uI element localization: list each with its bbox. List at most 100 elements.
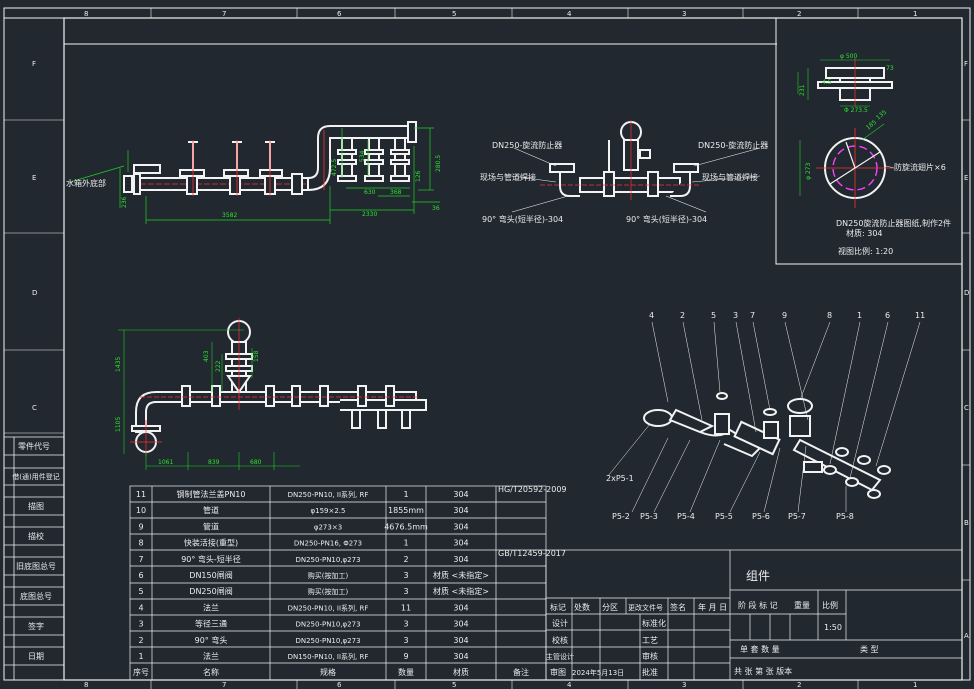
dim-280-5: 280.5 [435,155,442,172]
zone-top-7: 7 [222,10,226,18]
bom-table [129,485,547,681]
bom-cell-name: 管道 [203,521,219,531]
iso-label-p5-8: P5-8 [836,512,854,521]
iso-label-p5-1: 2xP5-1 [606,474,634,483]
vortex-dim-73: 73 [886,65,894,72]
plan-dim-839: 839 [208,459,220,466]
zone-right-A: A [964,632,969,640]
bom-cell-spec: DN250-PN10,φ273 [295,621,360,629]
label-elbow-left: 90° 弯头(短半径)-304 [482,214,563,224]
role-audit: 审核 [642,651,658,661]
plan-dim-158: 158 [253,350,260,362]
bom-cell-mat: 304 [453,555,468,564]
zone-bottom-3: 3 [682,681,686,689]
vortex-note-1: DN250旋流防止器图纸,制作2件 [836,218,951,228]
zone-bottom-5: 5 [452,681,456,689]
bom-cell-qty: 4676.5mm [384,522,428,531]
role-design: 设计 [552,618,568,628]
bom-cell-name: 钢制管法兰盖PN10 [177,489,246,499]
role-lead-design: 主管设计 [546,652,574,661]
title-drawing-name: 组件 [746,569,770,583]
bom-cell-no: 1 [138,652,143,661]
bom-cell-spec: φ273×3 [314,523,342,531]
front-view: 水箱外底部 3582 2330 630 368 126 36 472.5 280… [66,121,442,224]
iso-balloon-4: 4 [649,311,654,320]
zone-top-6: 6 [337,10,342,18]
flange [133,164,161,174]
zone-top-5: 5 [452,10,456,18]
bom-header-mat: 材质 [453,667,469,677]
dim-3582: 3582 [222,212,237,219]
zone-left-E: E [32,174,36,182]
bom-cell-mat: 材质 <未指定> [433,570,489,580]
vortex-dim-273-5: Φ 273.5 [844,107,868,114]
zone-bottom-8: 8 [84,681,88,689]
role-check: 校核 [552,635,568,645]
rev-header-date: 年 月 日 [698,602,727,612]
title-scale-value: 1:50 [824,623,842,632]
isometric-view: 4 2 5 3 7 9 8 1 6 11 2xP5-1 P5-2 P5-3 P5… [606,311,925,521]
title-sheets: 共 张 第 张 版本 [734,666,792,676]
vortex-dim-231: 231 [799,84,806,96]
iso-label-p5-6: P5-6 [752,512,770,521]
vortex-dim-500: φ 500 [840,53,858,60]
rev-header-sign: 签名 [670,602,686,612]
bom-cell-spec: 购买(按加工) [308,587,349,596]
zone-bottom-4: 4 [567,681,572,689]
zone-top-4: 4 [567,10,572,18]
bom-cell-qty: 3 [403,587,408,596]
bom-cell-mat: 304 [453,506,468,515]
bom-cell-mat: 304 [453,603,468,612]
strip-old-base: 旧底图总号 [16,561,56,571]
title-type-label: 类 型 [860,644,879,654]
bom-header-note: 备注 [513,667,529,677]
rev-header-mark: 标记 [550,602,566,612]
bom-cell-name: DN250闸阀 [189,587,232,596]
bom-cell-no: 8 [138,539,143,548]
bom-cell-no: 10 [136,506,146,515]
label-field-weld-right: 现场与管道焊接 [702,172,758,182]
rev-header-zone: 分区 [602,603,618,612]
dim-36: 36 [432,205,440,212]
bom-cell-qty: 11 [401,603,411,612]
iso-balloon-1: 1 [857,311,862,320]
bom-cell-spec: DN250-PN16, Φ273 [294,540,362,548]
zone-bottom-7: 7 [222,681,226,689]
iso-balloon-7: 7 [750,311,755,320]
bom-cell-spec: DN250-PN10, II系列, RF [288,603,369,612]
bom-cell-mat: 304 [453,539,468,548]
zone-bottom-2: 2 [797,681,801,689]
role-review: 审图 [550,667,566,677]
title-stage-label: 阶 段 标 记 [738,600,778,610]
bom-cell-mat: 304 [453,490,468,499]
bom-cell-spec: φ159×2.5 [311,507,346,515]
bom-cell-mat: 304 [453,522,468,531]
bom-header-spec: 规格 [320,667,336,677]
bom-cell-spec: 购买(按加工) [308,571,349,580]
bom-cell-qty: 1 [403,539,408,548]
vortex-note-2: 材质: 304 [846,228,883,238]
dim-368: 368 [390,189,402,196]
front-callout-tank-bottom: 水箱外底部 [66,178,106,188]
vortex-scale-note: 视图比例: 1:20 [838,246,893,256]
iso-balloon-2: 2 [680,311,685,320]
iso-label-p5-5: P5-5 [715,512,733,521]
zone-left-D: D [32,289,37,297]
dim-236: 236 [121,196,128,208]
rev-header-doc: 更改文件号 [628,603,663,612]
bom-cell-qty: 1855mm [388,506,424,515]
dim-630: 630 [364,189,376,196]
zone-top-2: 2 [797,10,801,18]
plan-dim-222: 222 [215,360,222,372]
strip-date: 日期 [28,652,44,661]
strip-base-no: 底图总号 [20,591,52,601]
bom-cell-mat: 材质 <未指定> [433,586,489,596]
bom-cell-spec: DN250-PN10,φ273 [295,556,360,564]
plan-dim-680: 680 [250,459,262,466]
zone-right-B: B [964,519,969,527]
bom-cell-name: 90° 弯头 [195,635,228,645]
zone-right-C: C [964,404,969,412]
bom-std-note-2: GB/T12459-2017 [498,549,566,558]
role-process: 工艺 [642,636,658,645]
